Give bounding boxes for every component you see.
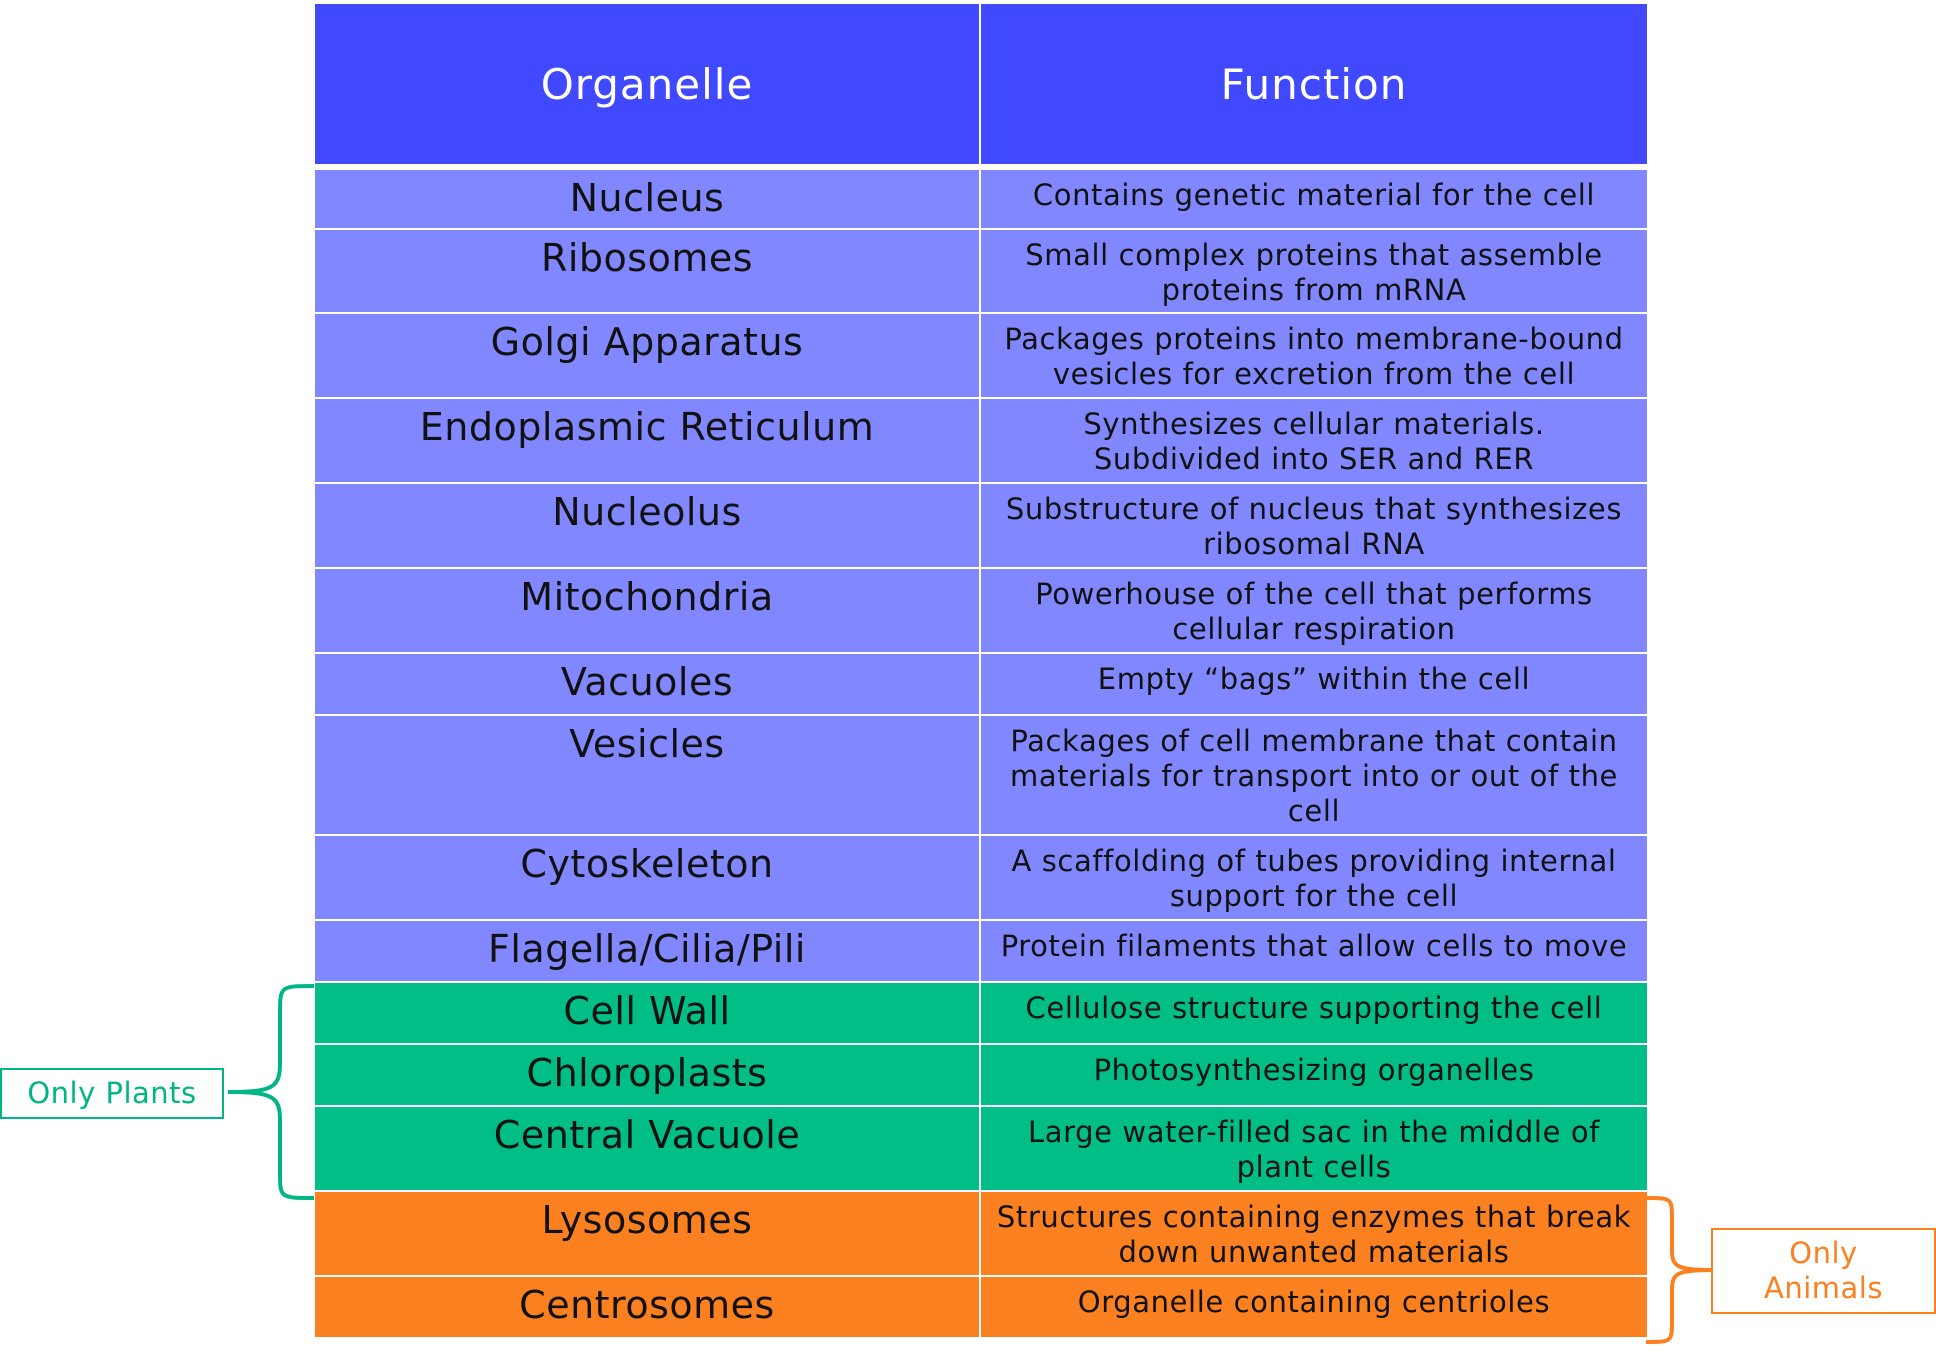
table-row: Cytoskeleton A scaffolding of tubes prov… xyxy=(313,834,1649,921)
only-plants-label: Only Plants xyxy=(0,1068,224,1119)
organelle-cell: Nucleolus xyxy=(313,482,981,569)
table-row: Nucleus Contains genetic material for th… xyxy=(313,166,1649,230)
only-animals-line1: Only xyxy=(1789,1236,1858,1270)
table-row: Mitochondria Powerhouse of the cell that… xyxy=(313,567,1649,654)
function-cell: Large water-filled sac in the middle of … xyxy=(979,1105,1649,1192)
function-cell: Packages of cell membrane that contain m… xyxy=(979,714,1649,836)
organelle-cell: Nucleus xyxy=(313,166,981,230)
function-cell: Protein filaments that allow cells to mo… xyxy=(979,919,1649,983)
function-cell: Empty “bags” within the cell xyxy=(979,652,1649,716)
function-cell: Powerhouse of the cell that performs cel… xyxy=(979,567,1649,654)
organelle-table: Organelle Function Nucleus Contains gene… xyxy=(313,2,1649,1339)
organelle-cell: Cell Wall xyxy=(313,981,981,1045)
organelle-cell: Cytoskeleton xyxy=(313,834,981,921)
organelle-cell: Endoplasmic Reticulum xyxy=(313,397,981,484)
organelle-cell: Vacuoles xyxy=(313,652,981,716)
function-cell: Photosynthesizing organelles xyxy=(979,1043,1649,1107)
header-organelle: Organelle xyxy=(313,2,981,168)
only-animals-line2: Animals xyxy=(1764,1271,1883,1305)
table-header-row: Organelle Function xyxy=(313,2,1649,168)
table-row: Flagella/Cilia/Pili Protein filaments th… xyxy=(313,919,1649,983)
animals-brace-icon xyxy=(1645,1196,1713,1344)
organelle-cell: Flagella/Cilia/Pili xyxy=(313,919,981,983)
organelle-cell: Mitochondria xyxy=(313,567,981,654)
table-row: Golgi Apparatus Packages proteins into m… xyxy=(313,312,1649,399)
table-row: Cell Wall Cellulose structure supporting… xyxy=(313,981,1649,1045)
plants-brace-icon xyxy=(227,984,315,1200)
function-cell: Cellulose structure supporting the cell xyxy=(979,981,1649,1045)
function-cell: Contains genetic material for the cell xyxy=(979,166,1649,230)
function-cell: A scaffolding of tubes providing interna… xyxy=(979,834,1649,921)
function-cell: Organelle containing centrioles xyxy=(979,1275,1649,1339)
table-row: Central Vacuole Large water-filled sac i… xyxy=(313,1105,1649,1192)
organelle-cell: Chloroplasts xyxy=(313,1043,981,1107)
table-row: Centrosomes Organelle containing centrio… xyxy=(313,1275,1649,1339)
organelle-cell: Ribosomes xyxy=(313,228,981,314)
table-row: Endoplasmic Reticulum Synthesizes cellul… xyxy=(313,397,1649,484)
function-cell: Packages proteins into membrane-bound ve… xyxy=(979,312,1649,399)
organelle-cell: Vesicles xyxy=(313,714,981,836)
function-cell: Synthesizes cellular materials. Subdivid… xyxy=(979,397,1649,484)
function-cell: Small complex proteins that assemble pro… xyxy=(979,228,1649,314)
function-cell: Substructure of nucleus that synthesizes… xyxy=(979,482,1649,569)
organelle-cell: Centrosomes xyxy=(313,1275,981,1339)
table-row: Lysosomes Structures containing enzymes … xyxy=(313,1190,1649,1277)
table-row: Nucleolus Substructure of nucleus that s… xyxy=(313,482,1649,569)
table-row: Vacuoles Empty “bags” within the cell xyxy=(313,652,1649,716)
function-cell: Structures containing enzymes that break… xyxy=(979,1190,1649,1277)
organelle-cell: Central Vacuole xyxy=(313,1105,981,1192)
table-row: Vesicles Packages of cell membrane that … xyxy=(313,714,1649,836)
table-row: Chloroplasts Photosynthesizing organelle… xyxy=(313,1043,1649,1107)
header-function: Function xyxy=(979,2,1649,168)
organelle-cell: Lysosomes xyxy=(313,1190,981,1277)
organelle-cell: Golgi Apparatus xyxy=(313,312,981,399)
table-row: Ribosomes Small complex proteins that as… xyxy=(313,228,1649,314)
only-animals-label: Only Animals xyxy=(1711,1228,1936,1314)
